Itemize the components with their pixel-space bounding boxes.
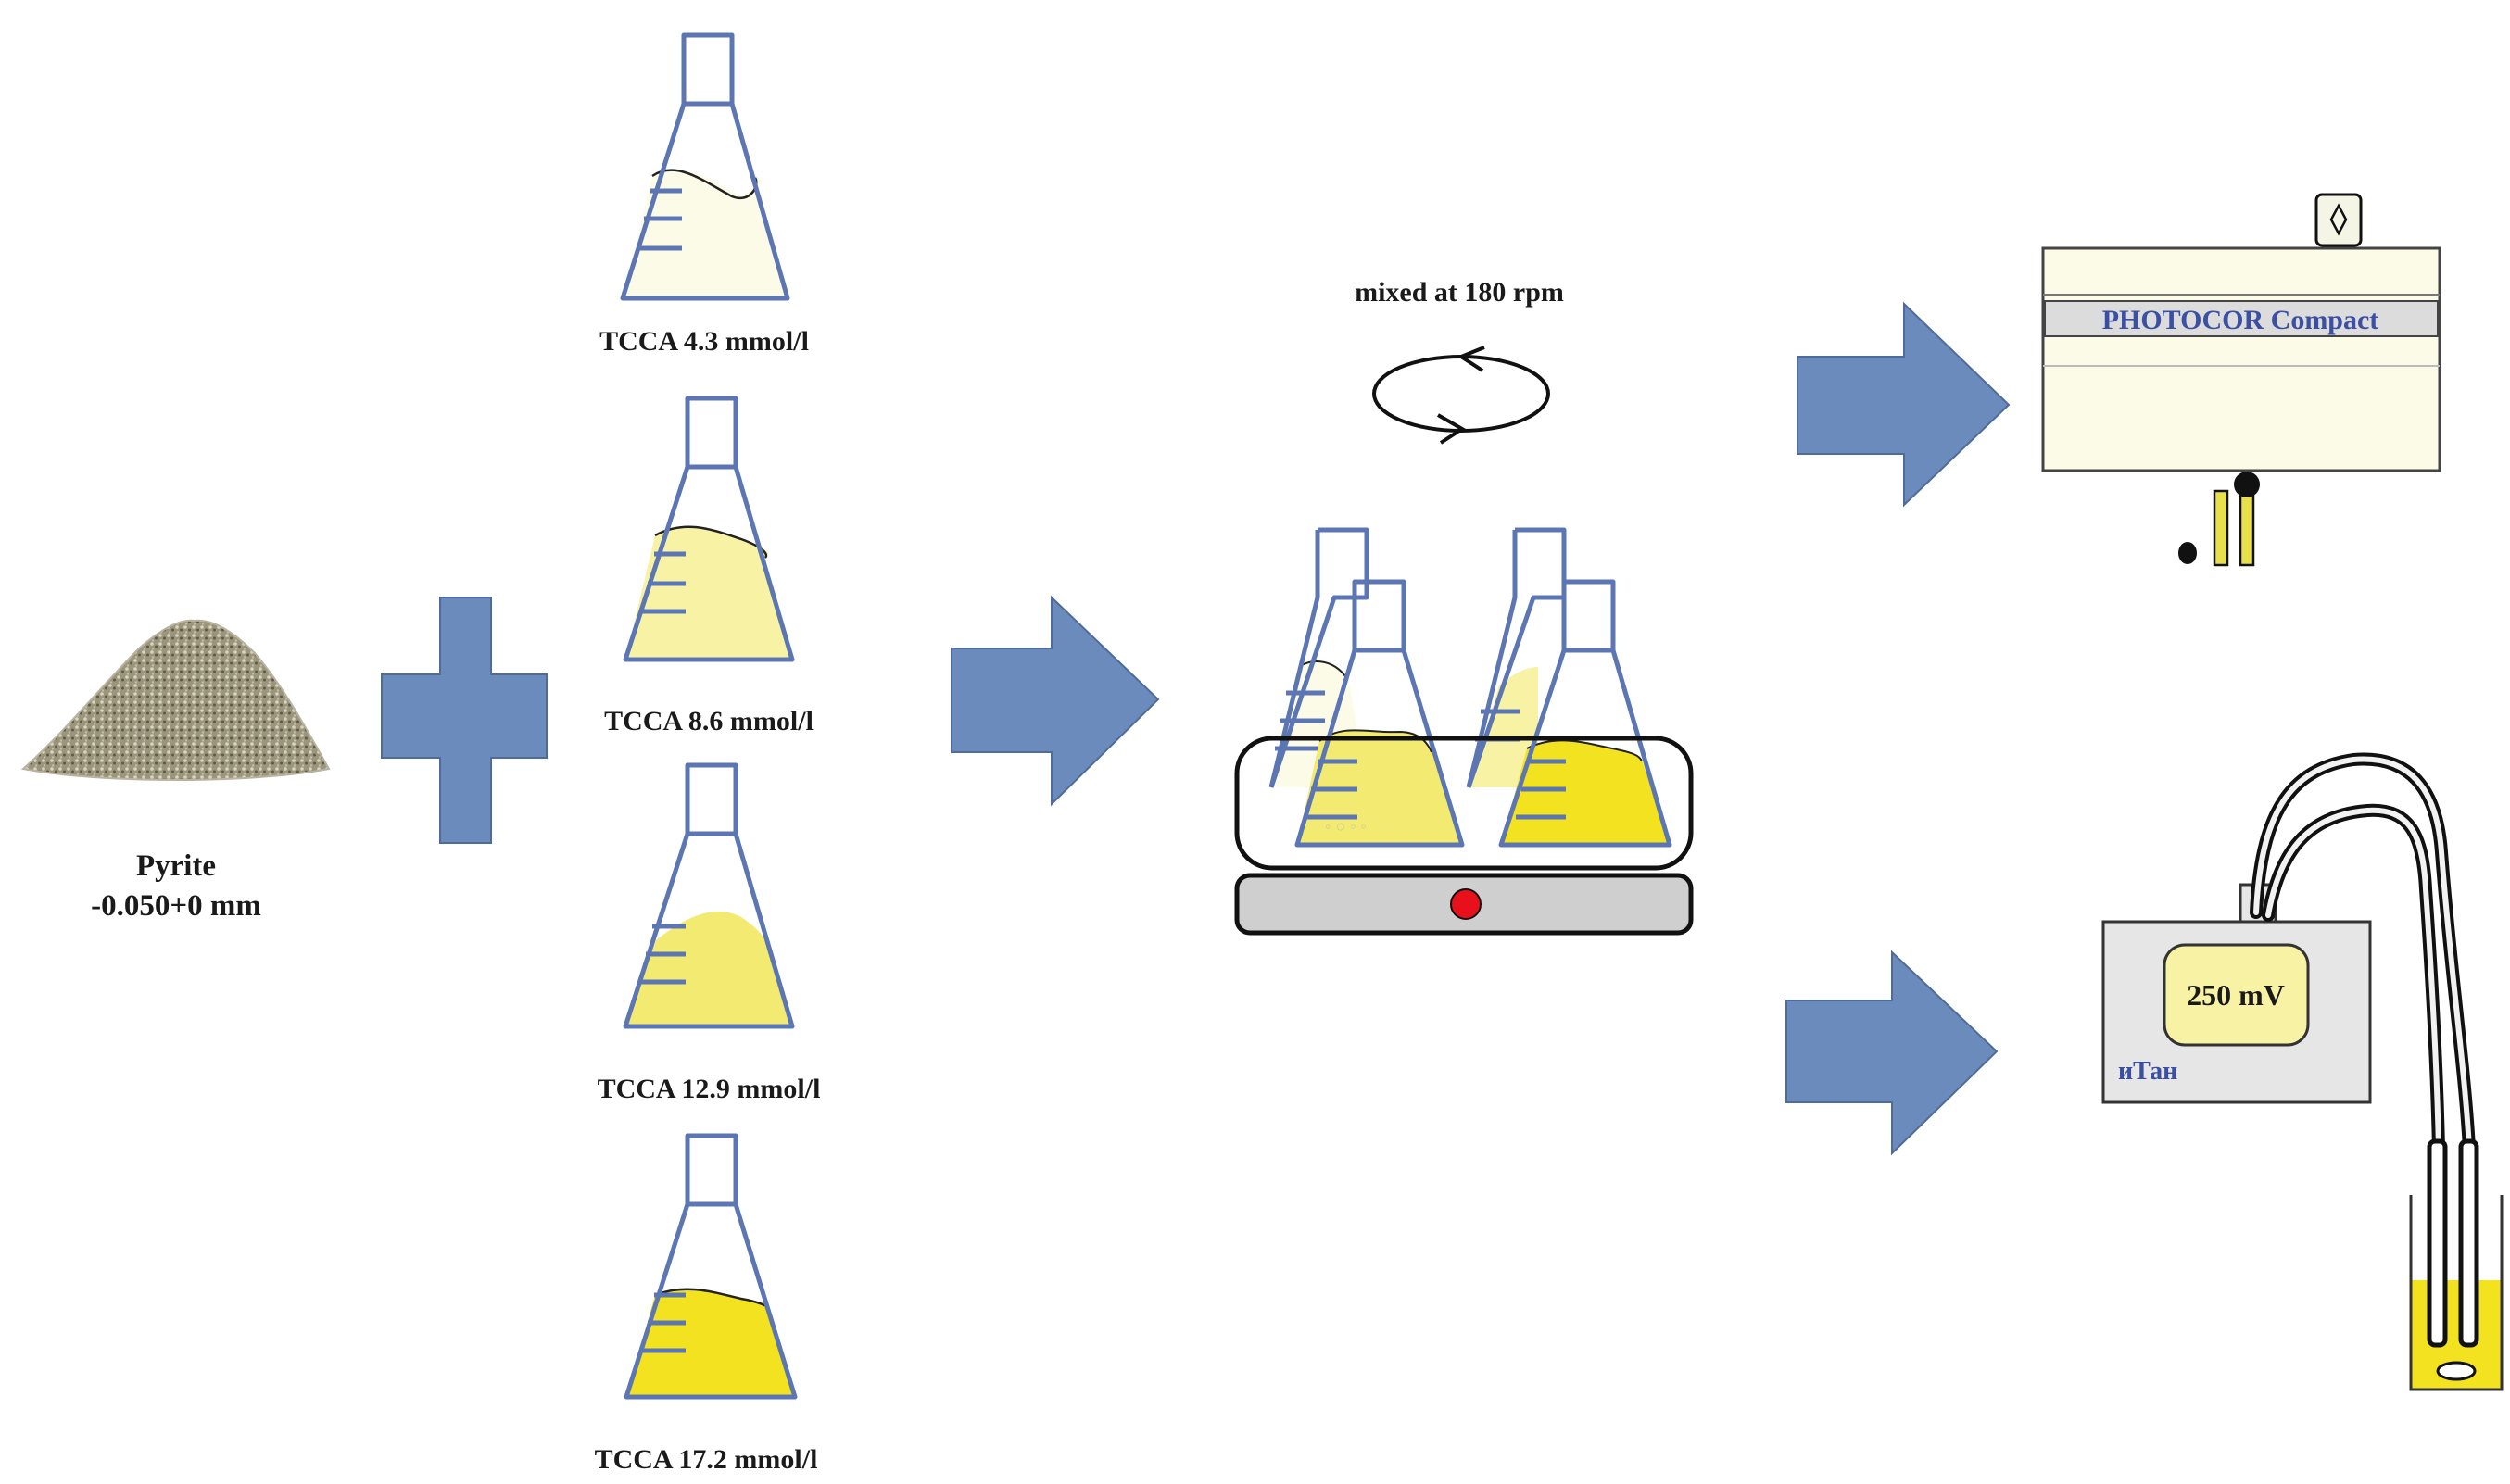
shaker-station: mixed at 180 rpm ◦ ○ ◦ [1234,277,1694,936]
knob-icon [2329,203,2348,236]
arrow-right-icon [1785,950,1999,1156]
flask-column: TCCA 4.3 mmol/l TCCA 8.6 mmol/l TCCA 12 [595,32,821,1475]
pyrite-sample: Pyrite -0.050+0 mm [20,619,331,923]
flask-outline [620,32,790,301]
arrow-right-icon [1797,301,2011,508]
flask-tcca-12-9: TCCA 12.9 mmol/l [598,762,821,1104]
flask-liquid [625,526,792,660]
flask-liquid [623,170,788,298]
arrow-right-icon [951,595,1160,807]
flask-front-right [1498,579,1672,848]
flask-liquid [625,912,792,1026]
photometer-body [2041,246,2441,472]
flask-tcca-4-3: TCCA 4.3 mmol/l [599,32,809,357]
electrode [2427,1138,2448,1348]
flask-tcca-8-6: TCCA 8.6 mmol/l [604,396,814,736]
cuvette [2213,489,2229,567]
mixing-speed-label: mixed at 180 rpm [1355,277,1564,308]
pyrite-pile [20,619,331,781]
potentiometer-display [2163,943,2310,1047]
graduation-marks [641,1292,686,1353]
shaker-tray [1234,736,1694,871]
photometer-knob [2314,193,2363,247]
pyrite-size-label: -0.050+0 mm [91,889,261,923]
photometer-label-bar [2044,300,2439,337]
cuvette-stopper [2178,542,2197,564]
graduation-marks [637,188,682,251]
stir-bar-icon [2436,1361,2477,1381]
flask-label: TCCA 8.6 mmol/l [604,706,814,736]
beaker [2409,1195,2504,1391]
flask-label: TCCA 12.9 mmol/l [598,1074,821,1104]
cuvette-cap [2234,472,2260,497]
flask-label: TCCA 4.3 mmol/l [599,326,809,357]
power-indicator-icon [1450,888,1482,920]
svg-text:◦ ○ ◦ ◦: ◦ ○ ◦ ◦ [1325,817,1367,836]
plus-icon [381,597,548,844]
electrode-cable [2253,756,2472,1151]
cuvette [2239,489,2255,567]
rotation-icon [1372,346,1550,445]
electrode [2458,1138,2479,1348]
pyrite-label: Pyrite [136,849,216,883]
photometer-device: PHOTOCOR Compact [2041,193,2441,567]
flask-tcca-17-2: TCCA 17.2 mmol/l [595,1133,818,1475]
flask-outline [623,396,795,662]
potentiometer-brand: иТан [2118,1057,2177,1086]
graduation-marks [639,924,686,985]
flask-label: TCCA 17.2 mmol/l [595,1444,818,1475]
potentiometer-device: 250 mV иТан [2101,752,2504,1391]
photometer-name: PHOTOCOR Compact [2102,305,2379,335]
flask-outline [623,762,795,1029]
electrode-cable [2265,807,2441,1151]
flask-front-left: ◦ ○ ◦ ◦ [1294,579,1465,848]
liquid-meniscus [654,525,768,559]
potential-reading: 250 mV [2187,978,2285,1012]
flask-outline [624,1133,798,1400]
flask-liquid [626,1289,795,1397]
graduation-marks [641,551,686,614]
